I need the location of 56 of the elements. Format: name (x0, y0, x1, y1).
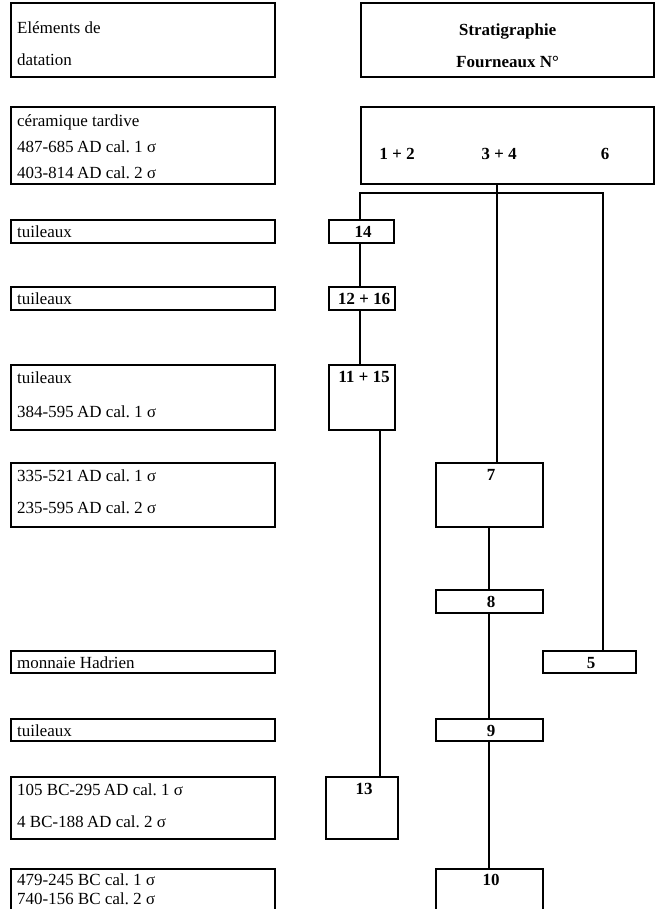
connector-line (488, 614, 490, 718)
layer-number: 14 (354, 222, 372, 242)
dating-box (10, 462, 276, 528)
layer-box (328, 286, 396, 311)
connector-line (488, 528, 490, 589)
layer-number: 12 + 16 (338, 289, 390, 309)
connector-line (379, 431, 381, 776)
layer-box (435, 868, 544, 909)
dating-text: monnaie Hadrien (17, 653, 135, 673)
dating-box (10, 219, 276, 244)
layer-box (435, 718, 544, 742)
layer-number: 13 (356, 779, 372, 799)
layer-number: 1 + 2 (379, 144, 415, 164)
dating-text: 384-595 AD cal. 1 σ (17, 402, 156, 422)
dating-text: 403-814 AD cal. 2 σ (17, 163, 156, 183)
dating-text: tuileaux (17, 222, 72, 242)
dating-box (10, 868, 276, 909)
layer-box (328, 219, 395, 244)
layer-box (360, 106, 655, 185)
layer-box (542, 650, 637, 674)
layer-number: 7 (486, 465, 496, 485)
dating-text: tuileaux (17, 721, 72, 741)
layer-number: 8 (486, 592, 496, 612)
dating-text: 4 BC-188 AD cal. 2 σ (17, 812, 166, 832)
dating-box (10, 776, 276, 840)
dating-text: 235-595 AD cal. 2 σ (17, 498, 156, 518)
dating-box (10, 650, 276, 674)
layer-box (435, 462, 544, 528)
dating-text: 335-521 AD cal. 1 σ (17, 466, 156, 486)
layer-number: 10 (482, 870, 500, 890)
layer-box (328, 364, 396, 431)
column-heading: Stratigraphie Fourneaux N° (455, 19, 560, 73)
connector-line (488, 742, 490, 868)
layer-number: 6 (600, 144, 610, 164)
layer-number: 5 (586, 653, 596, 673)
dating-box (10, 106, 276, 185)
dating-text: céramique tardive (17, 111, 140, 131)
layer-number: 11 + 15 (338, 367, 390, 387)
dating-text: 105 BC-295 AD cal. 1 σ (17, 780, 183, 800)
header-box (360, 2, 655, 78)
dating-box (10, 2, 276, 78)
dating-box (10, 364, 276, 431)
dating-text: 487-685 AD cal. 1 σ (17, 137, 156, 157)
dating-text: tuileaux (17, 289, 72, 309)
layer-box (435, 589, 544, 614)
dating-text: Eléments de datation (17, 17, 102, 71)
dating-text: 479-245 BC cal. 1 σ (17, 870, 156, 890)
connector-line (359, 311, 361, 364)
layer-box (325, 776, 399, 840)
dating-text: 740-156 BC cal. 2 σ (17, 889, 156, 909)
dating-box (10, 718, 276, 742)
dating-box (10, 286, 276, 311)
layer-number: 3 + 4 (481, 144, 517, 164)
connector-line (359, 244, 361, 286)
dating-text: tuileaux (17, 368, 72, 388)
layer-number: 9 (486, 721, 496, 741)
